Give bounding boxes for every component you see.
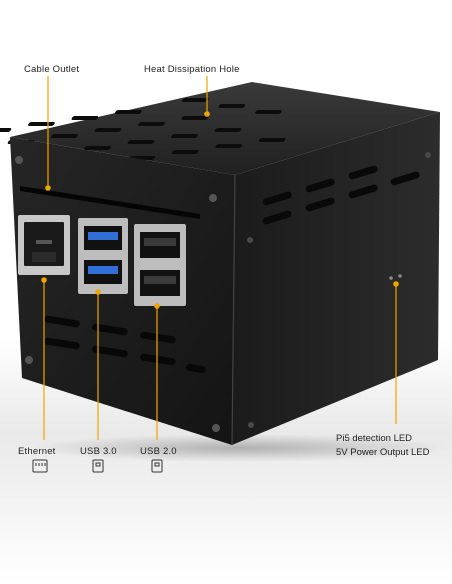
heat-dissipation-label: Heat Dissipation Hole <box>144 64 240 75</box>
side-screws <box>247 152 431 428</box>
ethernet-port-icon <box>32 459 48 473</box>
usb2-ports <box>134 224 186 306</box>
power-led-label: 5V Power Output LED <box>336 447 430 458</box>
usb3-ports <box>78 218 128 294</box>
ethernet-label: Ethernet <box>18 446 56 457</box>
ethernet-port <box>18 215 70 275</box>
usb3-port-icon <box>92 459 104 473</box>
usb3-label: USB 3.0 <box>80 446 117 457</box>
cable-outlet-slot <box>20 186 200 219</box>
cable-outlet-label: Cable Outlet <box>24 64 80 75</box>
status-leds <box>389 274 402 280</box>
led-callout: Pi5 detection LED 5V Power Output LED <box>336 432 429 460</box>
front-vents <box>44 315 206 374</box>
usb2-label: USB 2.0 <box>140 446 177 457</box>
pi5-led-label: Pi5 detection LED <box>336 433 413 444</box>
side-vents <box>262 165 420 225</box>
floor-shadow <box>30 434 450 462</box>
usb2-port-icon <box>151 459 163 473</box>
front-screws <box>15 156 220 432</box>
callout-lines <box>41 76 399 440</box>
